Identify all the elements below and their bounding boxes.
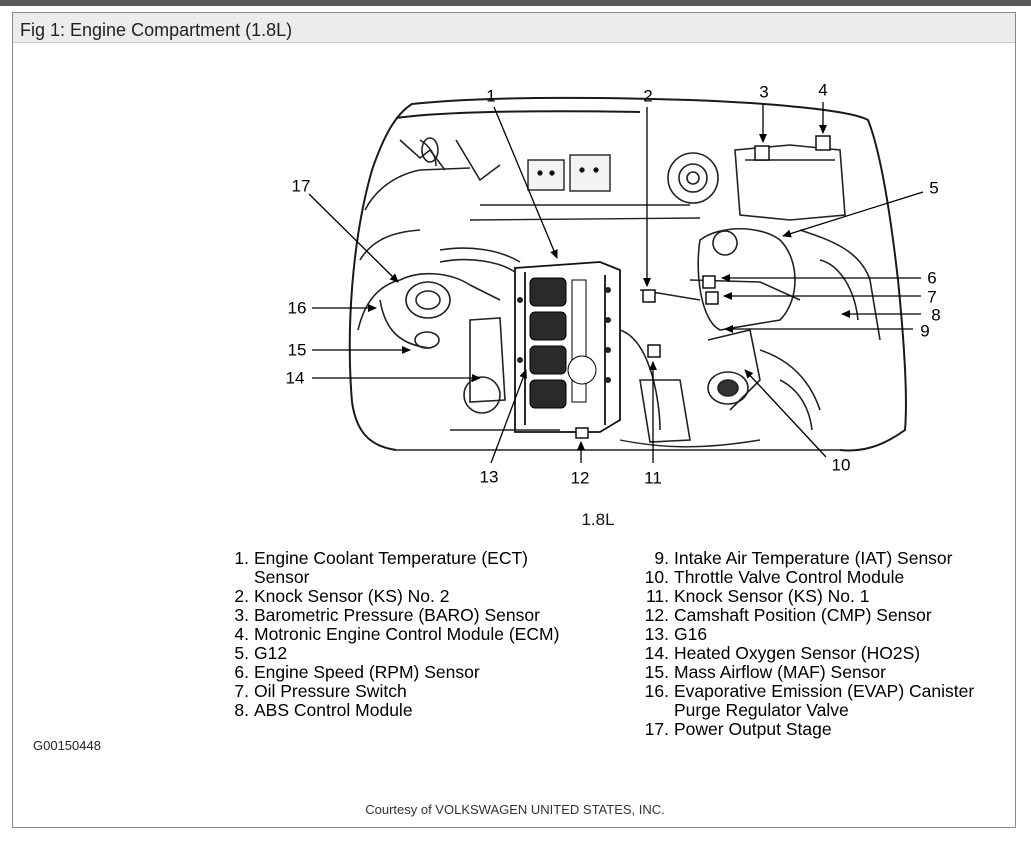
legend-item: 6.Engine Speed (RPM) Sensor <box>229 663 559 682</box>
legend-text: Engine Speed (RPM) Sensor <box>254 662 480 682</box>
callout-11: 11 <box>644 468 662 488</box>
callout-5: 5 <box>929 178 939 198</box>
legend-text: Knock Sensor (KS) No. 1 <box>674 586 870 606</box>
legend-number: 2. <box>234 586 249 606</box>
legend-number: 4. <box>234 624 249 644</box>
legend-text: Motronic Engine Control Module (ECM) <box>254 624 560 644</box>
legend-item: 1.Engine Coolant Temperature (ECT) <box>229 549 559 568</box>
reservoir <box>667 152 719 204</box>
legend-right: 9.Intake Air Temperature (IAT) Sensor 10… <box>640 549 975 739</box>
air-box <box>697 144 881 341</box>
legend-number: 7. <box>234 681 249 701</box>
legend-left: 1.Engine Coolant Temperature (ECT) Senso… <box>229 549 559 720</box>
callout-7: 7 <box>927 287 937 307</box>
legend-item: 3.Barometric Pressure (BARO) Sensor <box>229 606 559 625</box>
legend-text: Throttle Valve Control Module <box>674 567 905 587</box>
legend-item: 8.ABS Control Module <box>229 701 559 720</box>
legend-item: 12.Camshaft Position (CMP) Sensor <box>640 606 974 625</box>
legend-text: G12 <box>254 643 288 663</box>
legend-number: 16. <box>644 681 669 701</box>
legend-text: Knock Sensor (KS) No. 2 <box>254 586 450 606</box>
legend-item: 2.Knock Sensor (KS) No. 2 <box>229 587 559 606</box>
legend-number-spacer <box>640 701 669 720</box>
legend-text: Mass Airflow (MAF) Sensor <box>674 662 886 682</box>
legend-text: G16 <box>674 624 708 644</box>
head-bolts <box>517 287 611 383</box>
legend-text: Sensor <box>254 567 310 587</box>
legend-item: 17.Power Output Stage <box>640 720 974 739</box>
window-top-bar <box>0 0 1031 6</box>
callout-13: 13 <box>479 467 499 487</box>
legend-text: Purge Regulator Valve <box>674 700 849 720</box>
callout-17: 17 <box>291 176 311 196</box>
callout-15: 15 <box>287 340 307 360</box>
legend-text: Power Output Stage <box>674 719 832 739</box>
intake-plumbing <box>379 247 521 414</box>
legend-number: 13. <box>644 624 669 644</box>
callout-1: 1 <box>486 86 496 106</box>
engine-bay-outline <box>348 96 908 452</box>
figure-id: G00150448 <box>33 738 101 753</box>
courtesy-credit: Courtesy of VOLKSWAGEN UNITED STATES, IN… <box>365 802 665 817</box>
legend-item: 5.G12 <box>229 644 559 663</box>
legend-number: 10. <box>644 567 669 587</box>
engine-variant-label: 1.8L <box>581 510 615 529</box>
legend-text: Intake Air Temperature (IAT) Sensor <box>674 548 953 568</box>
component-markers <box>575 135 831 439</box>
legend-item: 4.Motronic Engine Control Module (ECM) <box>229 625 559 644</box>
legend-item: 9.Intake Air Temperature (IAT) Sensor <box>640 549 974 568</box>
legend-item: 15.Mass Airflow (MAF) Sensor <box>640 663 974 682</box>
legend-number: 15. <box>644 662 669 682</box>
legend-text: Heated Oxygen Sensor (HO2S) <box>674 643 921 663</box>
legend-text: Evaporative Emission (EVAP) Canister <box>674 681 975 701</box>
callout-12: 12 <box>570 468 590 488</box>
callout-3: 3 <box>759 82 769 102</box>
callout-2: 2 <box>643 86 653 106</box>
legend-item: 11.Knock Sensor (KS) No. 1 <box>640 587 974 606</box>
legend-number-spacer <box>229 568 249 587</box>
legend-number: 5. <box>234 643 249 663</box>
callout-16: 16 <box>287 298 307 318</box>
callout-10: 10 <box>831 455 851 475</box>
left-fender <box>357 137 501 331</box>
legend-number: 9. <box>654 548 669 568</box>
legend-number: 11. <box>645 586 669 606</box>
callout-4: 4 <box>818 80 828 100</box>
legend-text: ABS Control Module <box>254 700 413 720</box>
legend-number: 6. <box>234 662 249 682</box>
legend-number: 8. <box>234 700 249 720</box>
radiator-support <box>395 429 840 451</box>
figure-title: Fig 1: Engine Compartment (1.8L) <box>20 20 293 40</box>
legend-item: 14.Heated Oxygen Sensor (HO2S) <box>640 644 974 663</box>
legend-text: Camshaft Position (CMP) Sensor <box>674 605 932 625</box>
callout-8: 8 <box>931 305 941 325</box>
callout-9: 9 <box>920 321 930 341</box>
legend-item: 13.G16 <box>640 625 974 644</box>
legend-item-continuation: Purge Regulator Valve <box>640 701 974 720</box>
legend-item: 7.Oil Pressure Switch <box>229 682 559 701</box>
callout-6: 6 <box>927 268 937 288</box>
legend-number: 3. <box>234 605 249 625</box>
legend-item: 10.Throttle Valve Control Module <box>640 568 974 587</box>
legend-number: 1. <box>234 548 249 568</box>
leader-lines <box>308 102 924 464</box>
coil-packs <box>529 277 597 409</box>
legend-number: 12. <box>644 605 669 625</box>
legend-text: Oil Pressure Switch <box>254 681 407 701</box>
fuse-block <box>469 154 701 221</box>
legend-text: Barometric Pressure (BARO) Sensor <box>254 605 540 625</box>
legend-item: 16.Evaporative Emission (EVAP) Canister <box>640 681 975 701</box>
figure-title-bar: Fig 1: Engine Compartment (1.8L) <box>13 13 1015 43</box>
callout-14: 14 <box>285 368 305 388</box>
figure-frame: Fig 1: Engine Compartment (1.8L) <box>12 12 1016 828</box>
legend-number: 14. <box>644 643 669 663</box>
legend-item-continuation: Sensor <box>229 568 559 587</box>
legend-number: 17. <box>644 719 669 739</box>
legend-text: Engine Coolant Temperature (ECT) <box>254 548 528 568</box>
